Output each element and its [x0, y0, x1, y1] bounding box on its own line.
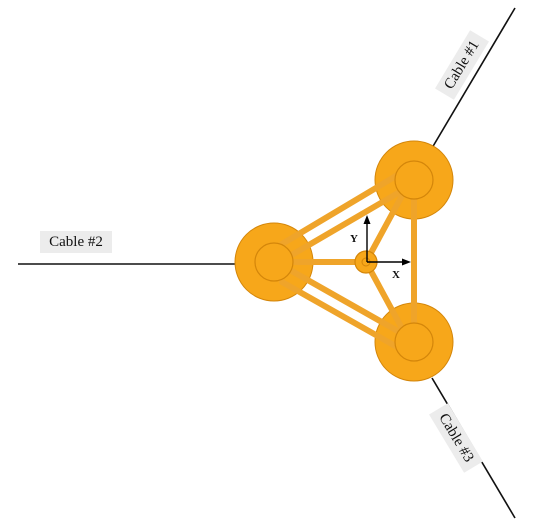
- x-axis-arrowhead: [402, 258, 411, 266]
- brace-col1-col2-lower: [287, 183, 413, 259]
- cable-3-label-box: [429, 403, 483, 473]
- y-axis-label: Y: [350, 233, 358, 245]
- cable-1-label-box: [435, 30, 489, 100]
- y-axis-arrowhead: [363, 215, 371, 224]
- brace-col2-col3-upper: [287, 267, 413, 341]
- cable-2-label: Cable #2: [40, 231, 112, 253]
- cable-1-line: [431, 7, 516, 149]
- brace-col2-col3-lower: [279, 279, 409, 355]
- brace-center-col1: [363, 189, 407, 265]
- brace-col1-col2-upper: [279, 167, 409, 247]
- cable-2-label-text: Cable #2: [49, 234, 103, 250]
- column-2-inner: [254, 242, 294, 282]
- column-3-inner: [394, 322, 434, 362]
- cable-3-label: Cable #3: [429, 403, 483, 473]
- braces: [279, 167, 417, 355]
- brace-center-col3: [363, 259, 407, 335]
- coordinate-axes: Y X: [350, 215, 411, 281]
- cable-2-label-box: [40, 231, 112, 253]
- x-axis-label: X: [392, 269, 400, 281]
- column-1-inner: [394, 160, 434, 200]
